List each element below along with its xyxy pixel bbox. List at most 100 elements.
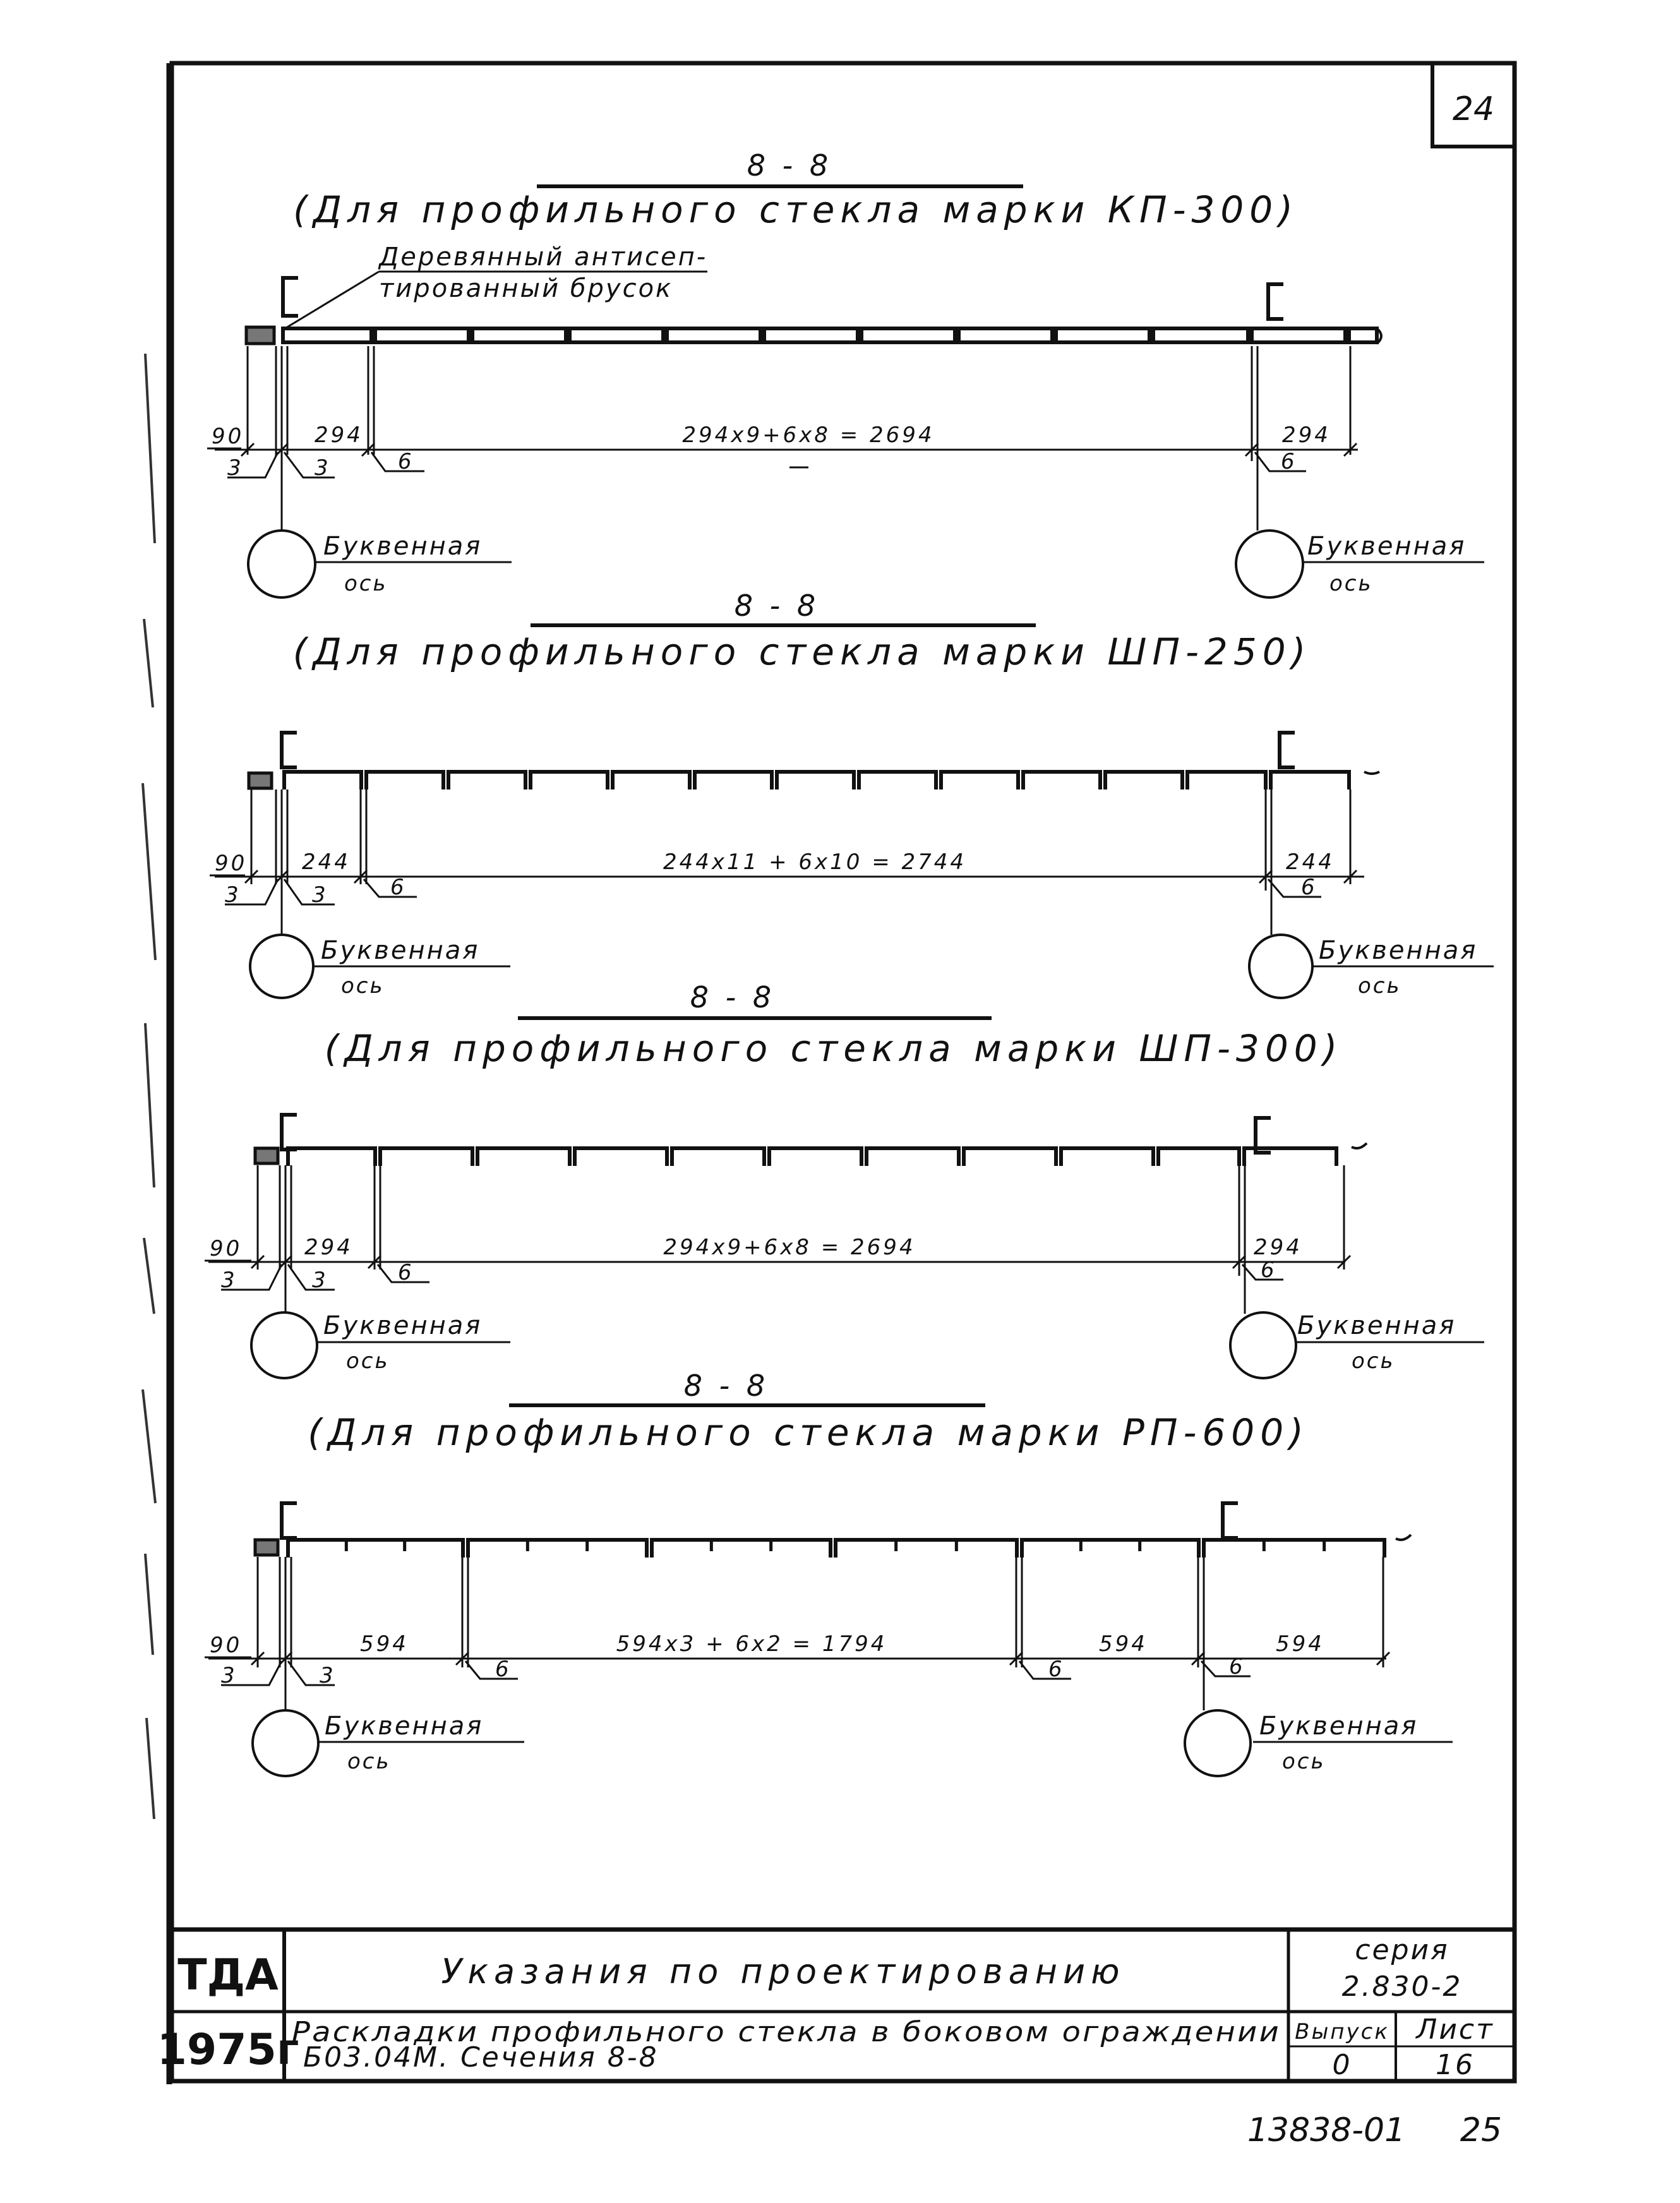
dim-joint-b: 6: [1048, 1657, 1064, 1682]
glass-channel: [1185, 770, 1268, 789]
glass-panel: [568, 327, 665, 344]
dim-joint-a: 6: [390, 875, 406, 900]
section-title: (Для профильного стекла марки РП-600): [308, 1411, 1309, 1454]
axis-sub-left: ось: [341, 973, 385, 999]
glass-channel: [670, 1146, 766, 1166]
glass-panel: [1151, 327, 1250, 344]
axis-bubble-right: [1184, 1709, 1252, 1777]
glass-channel: [775, 770, 856, 789]
series-value: 2.830-2: [1342, 1971, 1463, 2003]
axis-sub-left: ось: [346, 1348, 390, 1374]
dim-joint-a: 6: [398, 1260, 414, 1285]
break-mark: [1351, 1142, 1368, 1150]
dim-ticks: [250, 1254, 1352, 1270]
axis-sub-right: ось: [1329, 571, 1373, 596]
axis-sub-left: ось: [344, 571, 388, 596]
dim-3-right: 3: [320, 1663, 335, 1688]
issue-value: 0: [1333, 2049, 1352, 2081]
dim-seg4: 594: [1099, 1631, 1148, 1657]
dim-joint-b: 6: [1301, 875, 1317, 900]
extension-lines: [246, 346, 1352, 461]
glass-channel: [466, 1538, 649, 1558]
section-title: (Для профильного стекла марки ШП-250): [293, 630, 1312, 673]
dim-3-right: 3: [312, 882, 328, 908]
section-mark: 8 - 8: [690, 980, 775, 1014]
axis-label-left: Буквенная: [323, 1311, 482, 1340]
glass-panel: [957, 327, 1054, 344]
axis-bubble-left: [250, 1311, 318, 1379]
glass-panel-row: [281, 327, 1379, 344]
callout-line-1: Деревянный антисеп-: [378, 243, 707, 272]
dim-3-left: 3: [221, 1663, 237, 1688]
bracket-left: [280, 1501, 297, 1540]
dim-first-panel: 594: [360, 1631, 409, 1657]
axis-sub-right: ось: [1282, 1749, 1326, 1774]
dim-first-panel: 244: [302, 849, 351, 875]
bracket-right: [1221, 1501, 1238, 1540]
dim-90: 90: [215, 851, 247, 876]
glass-panel: [281, 327, 373, 344]
glass-panel: [860, 327, 957, 344]
glass-channel: [650, 1538, 832, 1558]
section-shp250: 8 - 8 (Для профильного стекла марки ШП-2…: [210, 589, 1494, 999]
section-mark: 8 - 8: [735, 589, 819, 623]
dim-first-panel: 294: [315, 423, 363, 448]
glass-channel: [378, 1146, 474, 1166]
dim-90: 90: [210, 1236, 242, 1261]
glass-panel: [1250, 327, 1347, 344]
callout-leader: [282, 270, 380, 331]
sheet-label: Лист: [1415, 2014, 1494, 2046]
glass-channel: [573, 1146, 669, 1166]
description-line-1: Раскладки профильного стекла в боковом о…: [292, 2016, 1281, 2048]
glass-panel: [762, 327, 860, 344]
axis-sub-right: ось: [1358, 973, 1401, 999]
dim-last-panel: 244: [1286, 849, 1335, 875]
glass-channel: [1059, 1146, 1155, 1166]
axis-sub-right: ось: [1352, 1348, 1395, 1374]
glass-panel-row: [282, 770, 1351, 789]
section-title: (Для профильного стекла марки КП-300): [293, 188, 1299, 231]
glass-channel: [1242, 1146, 1338, 1166]
break-mark: [1364, 771, 1380, 775]
dim-middle: 244х11 + 6х10 = 2744: [663, 849, 966, 875]
glass-channel: [286, 1538, 465, 1558]
dim-seg5: 594: [1276, 1631, 1324, 1657]
extension-lines: [250, 789, 1352, 891]
dim-last-panel: 294: [1254, 1235, 1302, 1260]
joint-leaders: [225, 879, 1321, 906]
glass-channel: [529, 770, 609, 789]
glass-channel: [364, 770, 445, 789]
timber-bar: [253, 1146, 280, 1165]
glass-channel: [1021, 770, 1102, 789]
axis-label-left: Буквенная: [323, 532, 482, 561]
axis-label-left: Буквенная: [325, 1712, 483, 1741]
dim-3-left: 3: [225, 882, 241, 908]
glass-channel: [834, 1538, 1019, 1558]
axis-label-right: Буквенная: [1297, 1311, 1456, 1340]
axis-label-right: Буквенная: [1307, 532, 1466, 561]
series-label: серия: [1355, 1934, 1449, 1966]
dim-middle: 594х3 + 6х2 = 1794: [616, 1631, 887, 1657]
axis-bubble-right: [1235, 529, 1304, 599]
bracket-right: [1254, 1116, 1271, 1155]
dim-ticks: [244, 869, 1358, 884]
dim-3-right: 3: [312, 1268, 328, 1293]
heading: Указания по проектированию: [441, 1952, 1125, 1991]
glass-panel: [1054, 327, 1151, 344]
binding-margin-notes: [141, 353, 157, 1820]
glass-panel-row: [286, 1146, 1338, 1166]
dim-joint-c: 6: [1229, 1654, 1245, 1679]
timber-bar: [244, 325, 276, 345]
dim-3-left: 3: [227, 455, 243, 481]
glass-channel: [476, 1146, 572, 1166]
glass-channel: [1103, 770, 1184, 789]
axis-bubble-left: [251, 1709, 320, 1777]
glass-channel: [447, 770, 527, 789]
axis-bubble-left: [249, 933, 315, 999]
axis-label-right: Буквенная: [1259, 1712, 1418, 1741]
glass-panel: [1347, 327, 1379, 344]
bracket-left: [280, 1113, 297, 1151]
glass-channel: [767, 1146, 863, 1166]
glass-channel: [1269, 770, 1351, 789]
